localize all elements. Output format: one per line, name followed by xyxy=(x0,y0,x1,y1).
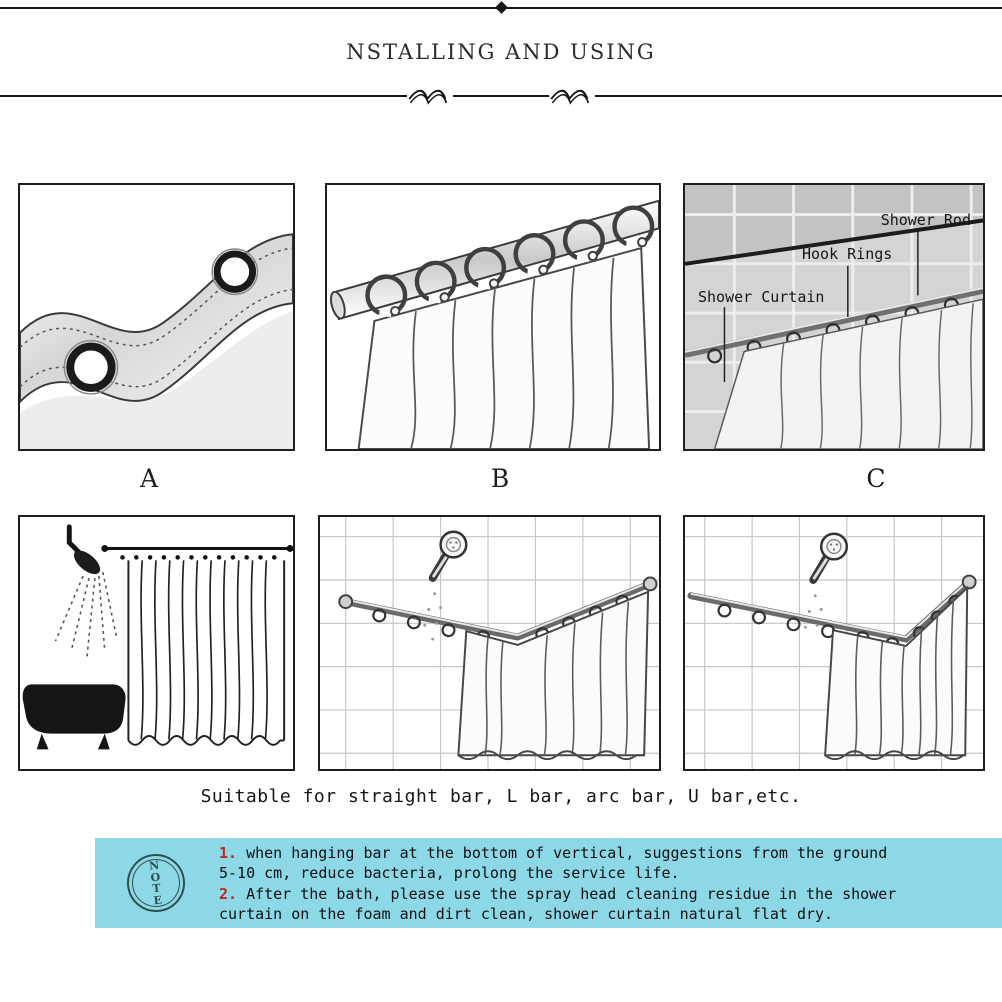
wall-edge xyxy=(685,218,983,266)
step-label-a: A xyxy=(139,464,159,493)
suitability-caption: Suitable for straight bar, L bar, arc ba… xyxy=(200,786,802,807)
page-title: NSTALLING AND USING xyxy=(346,40,656,64)
label-hook-rings: Hook Rings xyxy=(802,245,893,263)
panel-a-grommet-detail xyxy=(18,183,295,451)
shower-curtain xyxy=(127,560,286,746)
water-spray xyxy=(54,571,118,657)
upper-wall xyxy=(685,185,983,264)
grommet-curtain-illustration xyxy=(20,233,293,449)
corner-rod-illustration-1 xyxy=(320,517,659,769)
squiggle-ornament-left xyxy=(407,86,453,106)
corner-rod xyxy=(687,574,977,643)
callout-leaders xyxy=(723,230,919,383)
hook-dots xyxy=(120,555,277,560)
step-label-c: C xyxy=(866,464,886,493)
label-shower-rod: Shower Rod xyxy=(880,211,971,229)
shower-head xyxy=(809,532,849,584)
bathtub xyxy=(22,684,126,750)
water-drops xyxy=(423,592,443,641)
panel-b-hook-rings xyxy=(325,183,661,451)
label-shower-curtain: Shower Curtain xyxy=(698,288,825,306)
note-item-2-text: After the bath, please use the spray hea… xyxy=(219,884,897,923)
squiggle-ornament-right xyxy=(549,86,595,106)
ring-balls xyxy=(390,237,648,317)
water-drops xyxy=(803,594,823,629)
panel-d-straight-bar xyxy=(18,515,295,771)
shower-curtain xyxy=(457,590,650,761)
top-divider xyxy=(0,1,1002,14)
curtain-folds xyxy=(357,246,651,449)
note-item-1: 1.when hanging bar at the bottom of vert… xyxy=(219,843,903,883)
shower-curtain xyxy=(713,298,983,449)
note-item-2: 2.After the bath, please use the spray h… xyxy=(219,884,903,924)
panel-e-corner-bar xyxy=(318,515,661,771)
note-item-1-text: when hanging bar at the bottom of vertic… xyxy=(219,843,888,882)
diamond-ornament xyxy=(495,1,508,14)
note-text: 1.when hanging bar at the bottom of vert… xyxy=(219,843,903,924)
corner-rod-illustration-2 xyxy=(685,517,983,769)
step-label-b: B xyxy=(490,464,510,493)
note-box: N O T E 1.when hanging bar at the bottom… xyxy=(95,838,1002,928)
hook-rings-illustration xyxy=(330,199,659,449)
stamp-letter: E xyxy=(152,893,163,907)
curtain-body xyxy=(20,311,293,449)
bathtub-shower-illustration xyxy=(22,524,293,750)
ring-gaps xyxy=(379,241,639,317)
note-item-2-number: 2. xyxy=(219,884,238,903)
corner-rod xyxy=(338,576,658,641)
ornament-divider xyxy=(0,86,1002,106)
grommet-right xyxy=(211,248,259,296)
shower-head xyxy=(66,524,101,575)
installed-curtain-illustration xyxy=(685,185,983,449)
panel-f-u-bar xyxy=(683,515,985,771)
note-item-1-number: 1. xyxy=(219,843,238,862)
grommet-left xyxy=(63,339,119,395)
shower-rod xyxy=(685,286,983,358)
panel-c-installed-view: Shower Rod Hook Rings Shower Curtain xyxy=(683,183,985,451)
shower-rod xyxy=(101,545,293,552)
shower-head xyxy=(428,530,468,582)
shower-curtain xyxy=(824,585,969,761)
note-stamp: N O T E xyxy=(124,851,188,915)
